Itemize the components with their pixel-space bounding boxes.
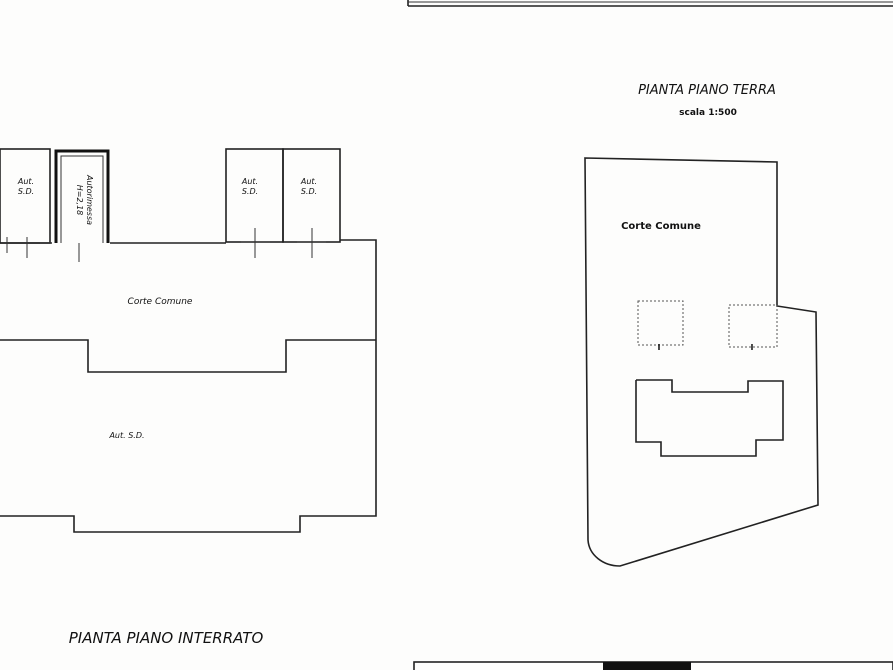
label-corte-comune-interrato: Corte Comune (128, 297, 193, 307)
room-autorimessa (54, 149, 110, 262)
label-right-b-sd: S.D. (301, 187, 317, 196)
plan-terra-scale: scala 1:500 (679, 108, 737, 118)
label-corte-comune-terra: Corte Comune (621, 221, 701, 232)
label-right-a-aut: Aut. (241, 177, 258, 186)
interrato-outline (0, 239, 377, 533)
label-right-a-sd: S.D. (242, 187, 258, 196)
label-autorimessa: Autorimessa (85, 174, 94, 225)
building-footprint (635, 379, 784, 457)
label-left-aut: Aut. (17, 177, 34, 186)
plan-terra: PIANTA PIANO TERRA scala 1:500 Corte Com… (584, 83, 819, 567)
label-right-b-aut: Aut. (300, 177, 317, 186)
top-title-block-frame (407, 0, 893, 7)
marker-left: I (637, 300, 684, 352)
bottom-title-block (413, 661, 893, 670)
plan-interrato-title: PIANTA PIANO INTERRATO (69, 629, 264, 647)
room-left-top (0, 148, 52, 258)
marker-right: I (728, 304, 778, 352)
plan-interrato: Aut. S.D. Autorimessa H=2,18 Aut. S.D. A… (0, 148, 377, 647)
lot-boundary (584, 157, 819, 567)
room-right-pair (225, 148, 341, 258)
label-autorimessa-height: H=2,18 (75, 185, 84, 216)
marker-left-label: I (658, 343, 661, 352)
plan-terra-title: PIANTA PIANO TERRA (638, 83, 776, 98)
label-lower-room: Aut. S.D. (108, 431, 144, 440)
label-left-sd: S.D. (18, 187, 34, 196)
marker-right-label: I (751, 343, 754, 352)
